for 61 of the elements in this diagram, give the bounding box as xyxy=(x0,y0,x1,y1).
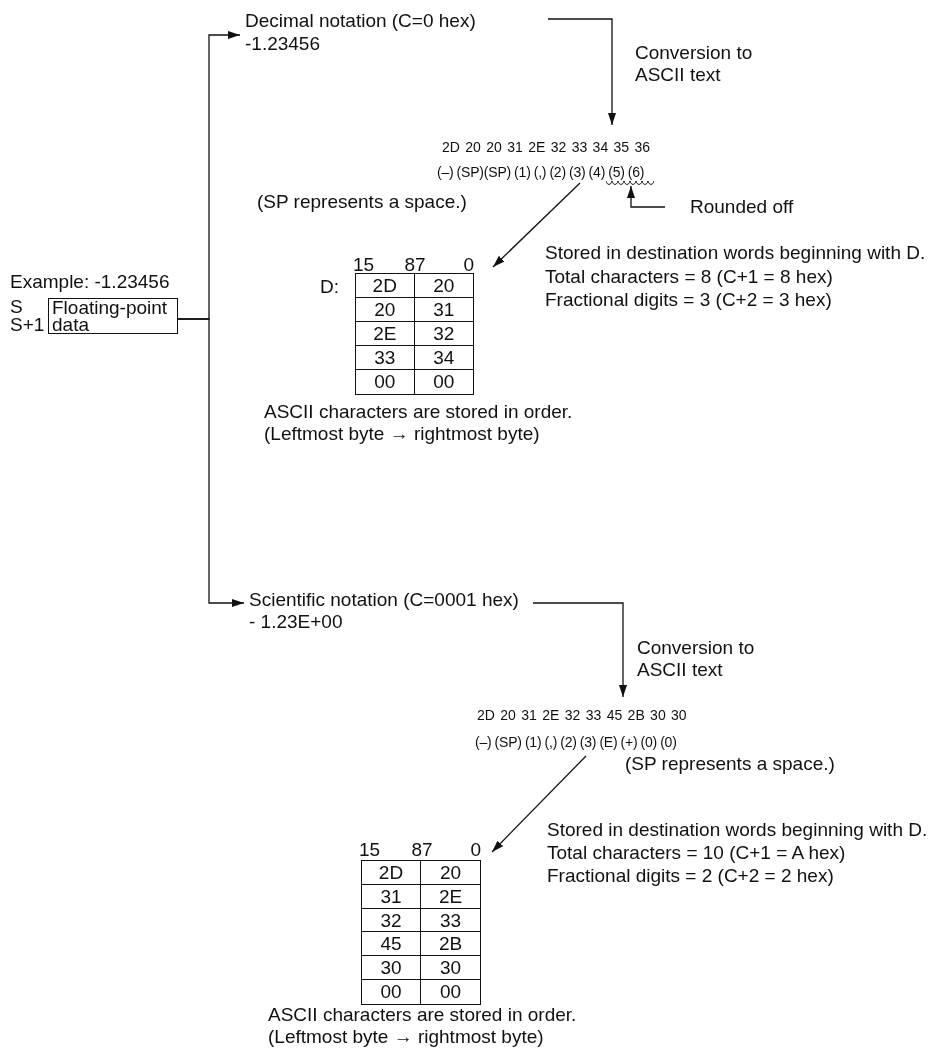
arrow xyxy=(491,755,587,853)
byte-cell: 31 xyxy=(414,298,473,322)
caption-text: ASCII characters are stored in order. xyxy=(268,1004,577,1026)
byte-cell: 34 xyxy=(414,346,473,370)
data-type-text: Floating-point data xyxy=(52,299,169,333)
arrow xyxy=(177,318,245,607)
footnote-text: (SP represents a space.) xyxy=(625,753,835,775)
byte-cell: 32 xyxy=(414,322,473,346)
arrow xyxy=(532,602,627,698)
arrow xyxy=(492,182,581,268)
character-row: (–) (SP) (1) (,) (2) (3) (E) (+) (0) (0) xyxy=(475,734,677,751)
byte-cell: 45 xyxy=(362,932,421,957)
converted-value: -1.23456 xyxy=(245,33,320,55)
storage-note: Fractional digits = 2 (C+2 = 2 hex) xyxy=(547,865,834,887)
caption-text: (Leftmost byte → rightmost byte) xyxy=(268,1026,544,1048)
hex-code-row: 2D 20 20 31 2E 32 33 34 35 36 xyxy=(442,139,651,156)
storage-note: Total characters = 8 (C+1 = 8 hex) xyxy=(545,266,833,288)
arrow xyxy=(547,18,616,126)
byte-cell-text: 00 xyxy=(432,370,456,394)
hex-code-row: 2D 20 31 2E 32 33 45 2B 30 30 xyxy=(477,707,687,724)
caption-text: ASCII characters are stored in order. xyxy=(264,401,573,423)
bit-number: 15 xyxy=(359,839,381,861)
bit-number: 0 xyxy=(470,839,481,861)
bit-number: 87 xyxy=(404,254,426,276)
byte-cell: 2D xyxy=(356,274,415,298)
word-label: D: xyxy=(320,276,339,298)
bit-number: 0 xyxy=(463,254,474,276)
notation-heading: Scientific notation (C=0001 hex) xyxy=(249,589,519,611)
byte-cell: 2B xyxy=(421,932,480,957)
converted-value: - 1.23E+00 xyxy=(249,611,343,633)
storage-note: Total characters = 10 (C+1 = A hex) xyxy=(547,842,846,864)
edge-label: Conversion to ASCII text xyxy=(635,42,754,86)
byte-cell: 2E xyxy=(421,884,480,909)
character-row: (–) (SP)(SP) (1) (,) (2) (3) (4) (5) (6) xyxy=(437,164,645,181)
byte-cell-text: 00 xyxy=(438,980,463,1004)
byte-cell: 30 xyxy=(421,956,480,980)
annotation-text: Rounded off xyxy=(690,196,794,218)
storage-note: Stored in destination words beginning with D. xyxy=(547,819,928,841)
byte-cell: 00 xyxy=(356,370,415,394)
arrow xyxy=(627,185,666,208)
storage-note: Stored in destination words beginning with D. xyxy=(545,242,926,264)
storage-note: Fractional digits = 3 (C+2 = 3 hex) xyxy=(545,289,832,311)
byte-cell: 20 xyxy=(414,274,473,298)
byte-cell: 2D xyxy=(362,861,421,885)
edge-label: Conversion to ASCII text xyxy=(637,637,756,681)
byte-cell: 20 xyxy=(421,861,480,885)
example-heading: Example: -1.23456 xyxy=(10,271,170,293)
byte-cell: 32 xyxy=(362,908,421,933)
notation-heading: Decimal notation (C=0 hex) xyxy=(245,10,476,32)
byte-cell: 20 xyxy=(356,298,415,322)
bit-number: 87 xyxy=(411,839,433,861)
wavy-underline xyxy=(606,180,654,186)
byte-cell: 00 xyxy=(362,980,421,1004)
byte-cell: 30 xyxy=(362,956,421,980)
byte-cell: 33 xyxy=(421,908,480,933)
bit-number: 15 xyxy=(353,254,375,276)
caption-text: (Leftmost byte → rightmost byte) xyxy=(264,423,540,445)
byte-cell: 33 xyxy=(356,346,415,370)
byte-cell: 31 xyxy=(362,884,421,909)
byte-cell: 2E xyxy=(356,322,415,346)
footnote-text: (SP represents a space.) xyxy=(257,191,467,213)
